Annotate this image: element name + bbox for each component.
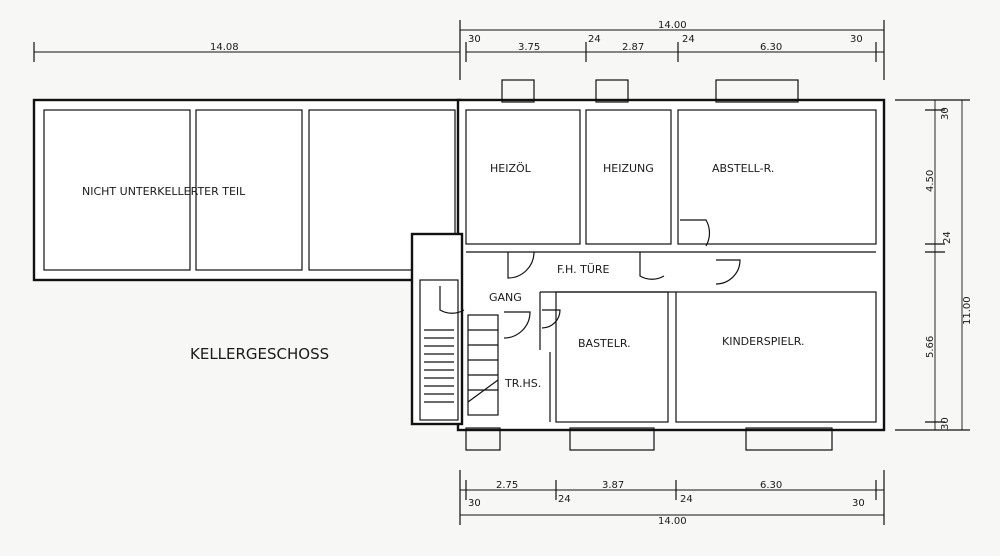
dim-bottom-seg-4: 3.87	[602, 480, 624, 491]
dim-top-seg-6: 6.30	[760, 42, 782, 53]
door-swings	[439, 219, 741, 339]
room-label-unexcavated: NICHT UNTERKELLERTER TEIL	[82, 185, 246, 198]
dim-right-seg-4: 5.66	[925, 336, 936, 358]
room-label-hobby: BASTELR.	[578, 337, 631, 350]
room-label-heating-oil: HEIZÖL	[490, 162, 532, 175]
dim-right-total: 11.00	[962, 296, 973, 325]
plan-title: KELLERGESCHOSS	[190, 345, 329, 363]
dim-top-seg-2: 3.75	[518, 42, 540, 53]
dim-top-seg-7: 30	[850, 34, 863, 45]
dim-top-seg-5: 24	[682, 34, 695, 45]
dim-bottom-seg-5: 24	[680, 494, 693, 505]
room-label-playroom: KINDERSPIELR.	[722, 335, 804, 348]
dim-bottom-seg-7: 30	[852, 498, 865, 509]
room-label-stairwell: TR.HS.	[504, 377, 541, 390]
dimension-lines-right	[895, 99, 970, 431]
dim-right-seg-2: 4.50	[925, 170, 936, 192]
dim-bottom-seg-1: 30	[468, 498, 481, 509]
room-label-fire-door: F.H. TÜRE	[557, 263, 610, 276]
dim-top-seg-1: 30	[468, 34, 481, 45]
dim-bottom-seg-6: 6.30	[760, 480, 782, 491]
staircase	[424, 314, 499, 416]
dim-top-left-total: 14.08	[210, 42, 239, 53]
room-label-heating: HEIZUNG	[603, 162, 654, 175]
dim-bottom-total: 14.00	[658, 516, 687, 527]
room-label-corridor: GANG	[489, 291, 522, 304]
dim-top-seg-3: 24	[588, 34, 601, 45]
basement-walls	[410, 98, 886, 432]
dim-right-seg-3: 24	[942, 231, 953, 244]
dim-top-total: 14.00	[658, 20, 687, 31]
dim-right-seg-1: 30	[940, 107, 951, 120]
window-wells	[465, 79, 833, 451]
dim-bottom-seg-3: 24	[558, 494, 571, 505]
dim-right-seg-5: 30	[940, 417, 951, 430]
dim-bottom-seg-2: 2.75	[496, 480, 518, 491]
room-label-storage: ABSTELL-R.	[712, 162, 774, 175]
dimension-lines-bottom	[459, 470, 885, 525]
dimension-lines-top	[33, 20, 885, 80]
unexcavated-section	[32, 98, 462, 282]
dim-top-seg-4: 2.87	[622, 42, 644, 53]
